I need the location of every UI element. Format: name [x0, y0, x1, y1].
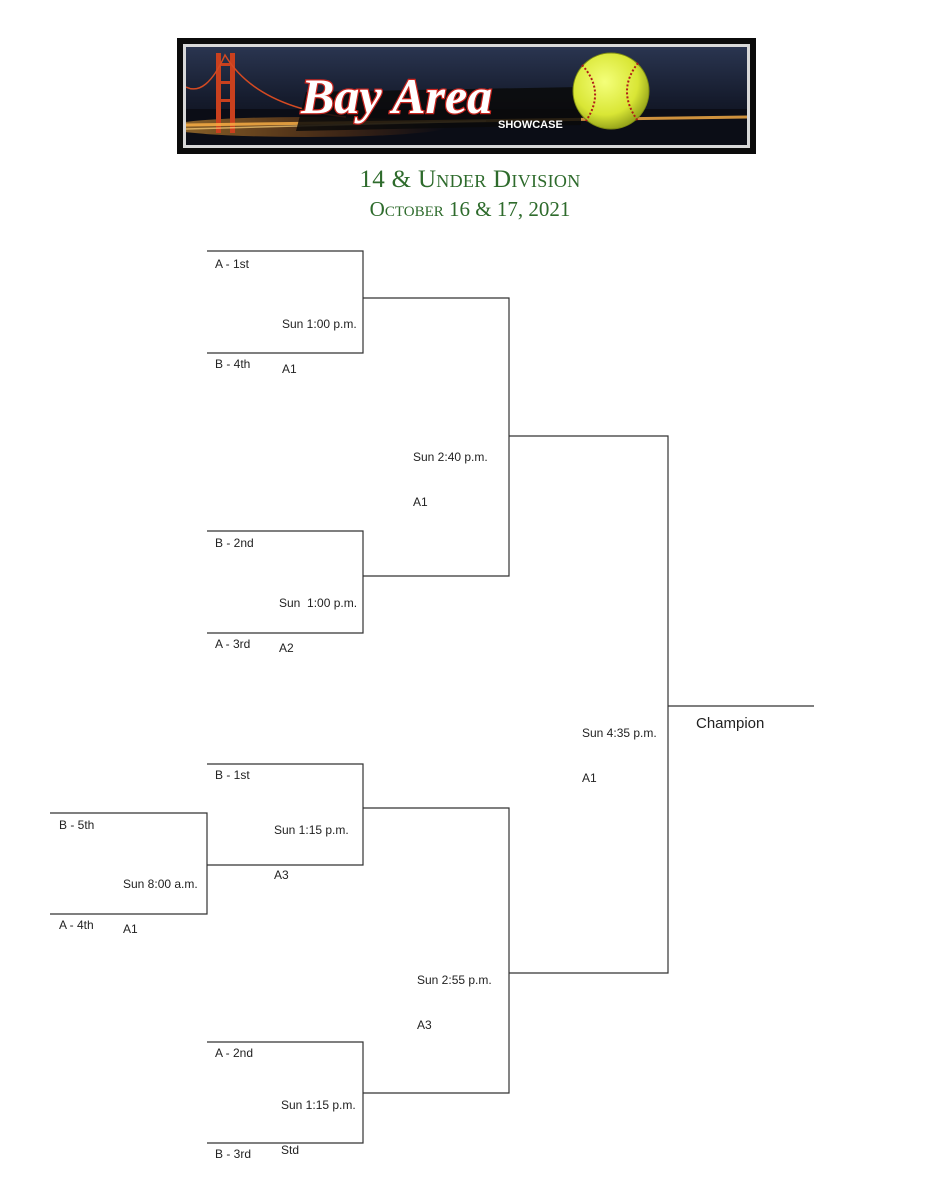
- game-field: Std: [281, 1143, 300, 1157]
- tournament-dates: October 16 & 17, 2021: [369, 197, 571, 221]
- game-field: A1: [123, 922, 138, 936]
- seed-label: A - 1st: [215, 257, 250, 271]
- game-time: Sun 1:15 p.m.: [274, 823, 349, 837]
- game-time: Sun 2:40 p.m.: [413, 450, 488, 464]
- banner-title: Bay Area: [300, 68, 492, 124]
- game-field: A3: [274, 868, 289, 882]
- game-info-g1: Sun 1:00 p.m. A1: [282, 287, 357, 392]
- game-info-g0: Sun 8:00 a.m. A1: [123, 847, 198, 952]
- seed-label: B - 1st: [215, 768, 250, 782]
- game-field: A3: [417, 1018, 432, 1032]
- game-field: A2: [279, 641, 294, 655]
- game-time: Sun 2:55 p.m.: [417, 973, 492, 987]
- game-time: Sun 8:00 a.m.: [123, 877, 198, 891]
- game-field: A1: [413, 495, 428, 509]
- seed-label: A - 3rd: [215, 637, 251, 651]
- seed-label: B - 4th: [215, 357, 251, 371]
- seed-label: A - 2nd: [215, 1046, 254, 1060]
- seed-label: B - 5th: [59, 818, 95, 832]
- game-info-g4: Sun 1:15 p.m. Std: [281, 1068, 356, 1173]
- banner-subtitle: SHOWCASE: [498, 119, 563, 131]
- event-banner: Bay Area SHOWCASE: [177, 38, 756, 154]
- game-info-semi2: Sun 2:55 p.m. A3: [417, 943, 492, 1048]
- game-info-g2: Sun 1:00 p.m. A2: [279, 566, 357, 671]
- banner-artwork: Bay Area SHOWCASE: [186, 47, 747, 145]
- softball-icon: [572, 52, 650, 130]
- game-time: Sun 1:00 p.m.: [282, 317, 357, 331]
- game-info-final: Sun 4:35 p.m. A1: [582, 696, 657, 801]
- game-info-semi1: Sun 2:40 p.m. A1: [413, 420, 488, 525]
- game-field: A1: [582, 771, 597, 785]
- seed-label: A - 4th: [59, 918, 94, 932]
- game-time: Sun 4:35 p.m.: [582, 726, 657, 740]
- seed-label: B - 3rd: [215, 1147, 252, 1161]
- champion-label: Champion: [696, 715, 765, 732]
- banner-image: Bay Area SHOWCASE: [183, 44, 750, 148]
- division-title: 14 & Under Division: [359, 166, 581, 193]
- seed-label: B - 2nd: [215, 536, 254, 550]
- game-info-g3: Sun 1:15 p.m. A3: [274, 793, 349, 898]
- game-time: Sun 1:00 p.m.: [279, 596, 358, 610]
- game-field: A1: [282, 362, 297, 376]
- game-time: Sun 1:15 p.m.: [281, 1098, 356, 1112]
